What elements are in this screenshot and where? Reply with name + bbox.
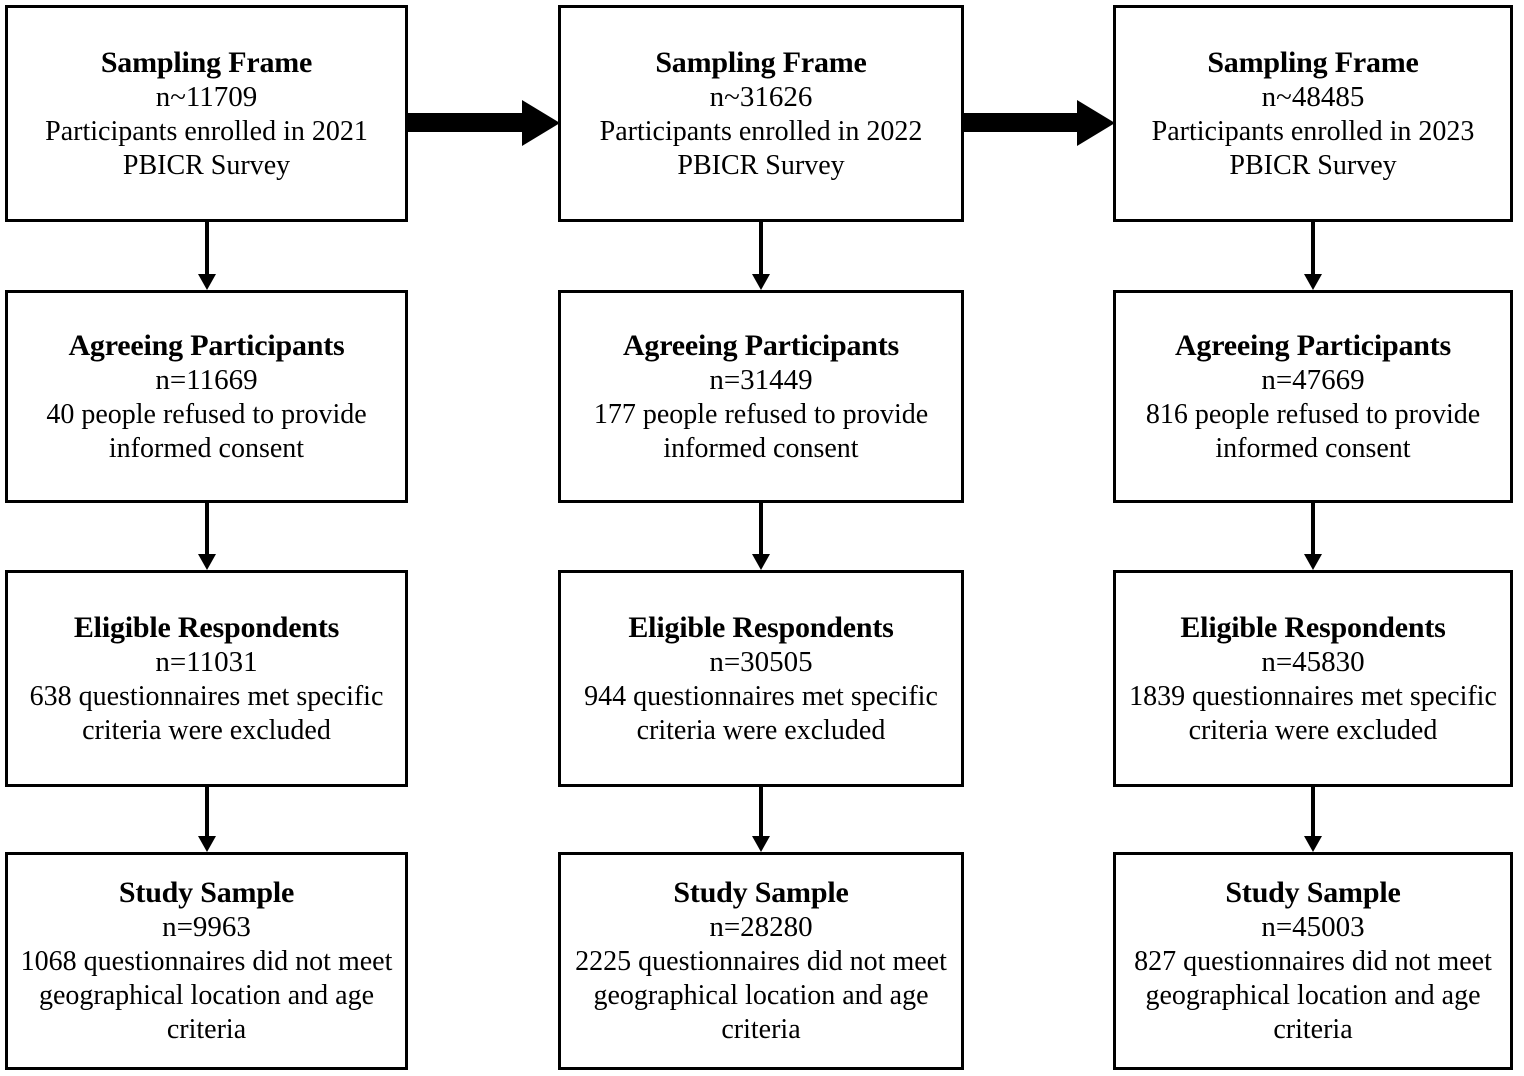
- node-count: n=9963: [162, 911, 251, 944]
- node-study-sample-2021: Study Sample n=9963 1068 questionnaires …: [5, 852, 408, 1070]
- node-note: 40 people refused to provide informed co…: [46, 398, 367, 464]
- node-study-sample-2023: Study Sample n=45003 827 questionnaires …: [1113, 852, 1513, 1070]
- node-eligible-respondents-2021: Eligible Respondents n=11031 638 questio…: [5, 570, 408, 787]
- node-note: 1068 questionnaires did not meet geograp…: [20, 946, 393, 1046]
- node-title: Eligible Respondents: [628, 610, 894, 644]
- node-count: n~31626: [709, 80, 813, 113]
- down-arrow-icon: [1300, 787, 1326, 852]
- node-note: Participants enrolled in 2022 PBICR Surv…: [599, 115, 923, 181]
- node-note: 944 questionnaires met specific criteria…: [584, 680, 938, 746]
- node-title: Agreeing Participants: [622, 328, 900, 362]
- node-title: Sampling Frame: [655, 45, 867, 79]
- node-count: n=31449: [709, 363, 813, 396]
- node-title: Study Sample: [673, 876, 849, 910]
- node-count: n=28280: [709, 911, 813, 944]
- right-arrow-icon: [408, 100, 560, 146]
- node-title: Eligible Respondents: [73, 610, 340, 644]
- node-count: n=45830: [1261, 645, 1365, 678]
- node-note: 827 questionnaires did not meet geograph…: [1134, 946, 1492, 1046]
- node-count: n=45003: [1261, 911, 1365, 944]
- node-count: n=47669: [1261, 363, 1365, 396]
- node-agreeing-participants-2022: Agreeing Participants n=31449 177 people…: [558, 290, 964, 503]
- down-arrow-icon: [1300, 503, 1326, 570]
- node-eligible-respondents-2022: Eligible Respondents n=30505 944 questio…: [558, 570, 964, 787]
- node-study-sample-2022: Study Sample n=28280 2225 questionnaires…: [558, 852, 964, 1070]
- node-title: Study Sample: [118, 876, 295, 910]
- node-note: 638 questionnaires met specific criteria…: [29, 680, 384, 746]
- down-arrow-icon: [194, 222, 220, 290]
- node-note: Participants enrolled in 2023 PBICR Surv…: [1151, 115, 1475, 181]
- node-title: Sampling Frame: [100, 45, 313, 79]
- node-note: Participants enrolled in 2021 PBICR Surv…: [45, 115, 368, 181]
- node-note: 177 people refused to provide informed c…: [593, 398, 929, 464]
- node-count: n=11669: [155, 363, 258, 396]
- down-arrow-icon: [194, 503, 220, 570]
- down-arrow-icon: [748, 222, 774, 290]
- node-sampling-frame-2023: Sampling Frame n~48485 Participants enro…: [1113, 5, 1513, 222]
- node-note: 1839 questionnaires met specific criteri…: [1129, 680, 1497, 746]
- node-sampling-frame-2022: Sampling Frame n~31626 Participants enro…: [558, 5, 964, 222]
- node-agreeing-participants-2023: Agreeing Participants n=47669 816 people…: [1113, 290, 1513, 503]
- right-arrow-icon: [964, 100, 1115, 146]
- down-arrow-icon: [748, 503, 774, 570]
- down-arrow-icon: [1300, 222, 1326, 290]
- node-sampling-frame-2021: Sampling Frame n~11709 Participants enro…: [5, 5, 408, 222]
- node-title: Eligible Respondents: [1180, 610, 1446, 644]
- node-count: n~48485: [1261, 80, 1365, 113]
- node-eligible-respondents-2023: Eligible Respondents n=45830 1839 questi…: [1113, 570, 1513, 787]
- node-title: Agreeing Participants: [68, 328, 345, 362]
- down-arrow-icon: [194, 787, 220, 852]
- node-note: 816 people refused to provide informed c…: [1145, 398, 1481, 464]
- node-agreeing-participants-2021: Agreeing Participants n=11669 40 people …: [5, 290, 408, 503]
- node-title: Study Sample: [1225, 876, 1401, 910]
- down-arrow-icon: [748, 787, 774, 852]
- node-note: 2225 questionnaires did not meet geograp…: [575, 946, 947, 1046]
- node-title: Agreeing Participants: [1174, 328, 1452, 362]
- node-count: n=30505: [709, 645, 813, 678]
- node-title: Sampling Frame: [1207, 45, 1419, 79]
- node-count: n~11709: [155, 80, 258, 113]
- node-count: n=11031: [155, 645, 258, 678]
